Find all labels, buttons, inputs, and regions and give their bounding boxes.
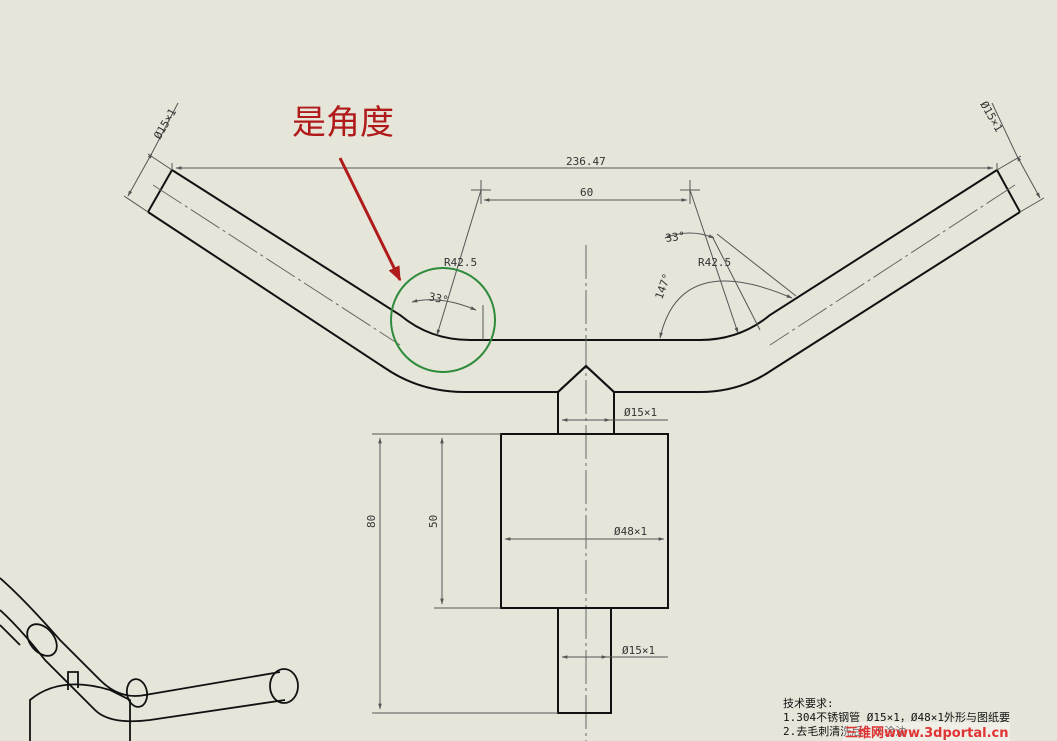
dim-lower-stem-dia: Ø15×1	[622, 644, 655, 657]
cylinder-body	[500, 433, 669, 609]
stem-assembly	[500, 364, 669, 714]
dim-left-tube-dia: Ø15×1	[151, 106, 179, 141]
dim-right-angle-top: 33°	[665, 229, 686, 245]
isometric-preview	[0, 577, 299, 741]
dimension-texts: 236.47 60 R42.5 R42.5 33° 33° 147° Ø15×1…	[151, 99, 1005, 657]
dim-left-radius: R42.5	[444, 256, 477, 269]
dim-right-radius: R42.5	[698, 256, 731, 269]
handlebar-tube	[147, 169, 1021, 393]
notes-line-1: 1.304不锈钢管 Ø15×1，Ø48×1外形与图纸要	[783, 711, 1010, 724]
watermark: 三维网www.3dportal.cn	[843, 722, 1011, 741]
technical-notes: 技术要求: 1.304不锈钢管 Ø15×1，Ø48×1外形与图纸要 2.去毛刺清…	[783, 697, 1057, 739]
tube-right-end	[996, 169, 1021, 213]
highlight-circle	[390, 267, 496, 373]
dim-body-dia: Ø48×1	[614, 525, 647, 538]
dim-upper-stem-dia: Ø15×1	[624, 406, 657, 419]
dim-right-tube-dia: Ø15×1	[977, 99, 1005, 134]
dimension-lines	[123, 102, 1045, 714]
callout-label: 是角度	[292, 103, 394, 143]
dim-total-height: 80	[365, 515, 378, 528]
notes-title: 技术要求:	[783, 697, 834, 710]
dim-right-angle-side: 147°	[653, 272, 674, 301]
lower-stem	[557, 607, 612, 714]
notes-line-2: 2.去毛刺清洗后，不涂油	[783, 725, 907, 738]
dim-left-angle: 33°	[427, 290, 449, 307]
dim-overall-width: 236.47	[566, 155, 606, 168]
callout-annotation: 是角度	[292, 103, 496, 373]
tube-centerlines	[152, 184, 1016, 741]
dim-body-height: 50	[427, 515, 440, 528]
callout-arrow	[338, 157, 402, 282]
stem-cone	[557, 364, 615, 393]
upper-stem	[557, 392, 615, 434]
dim-center-spacing: 60	[580, 186, 593, 199]
tube-left-end	[147, 169, 173, 213]
